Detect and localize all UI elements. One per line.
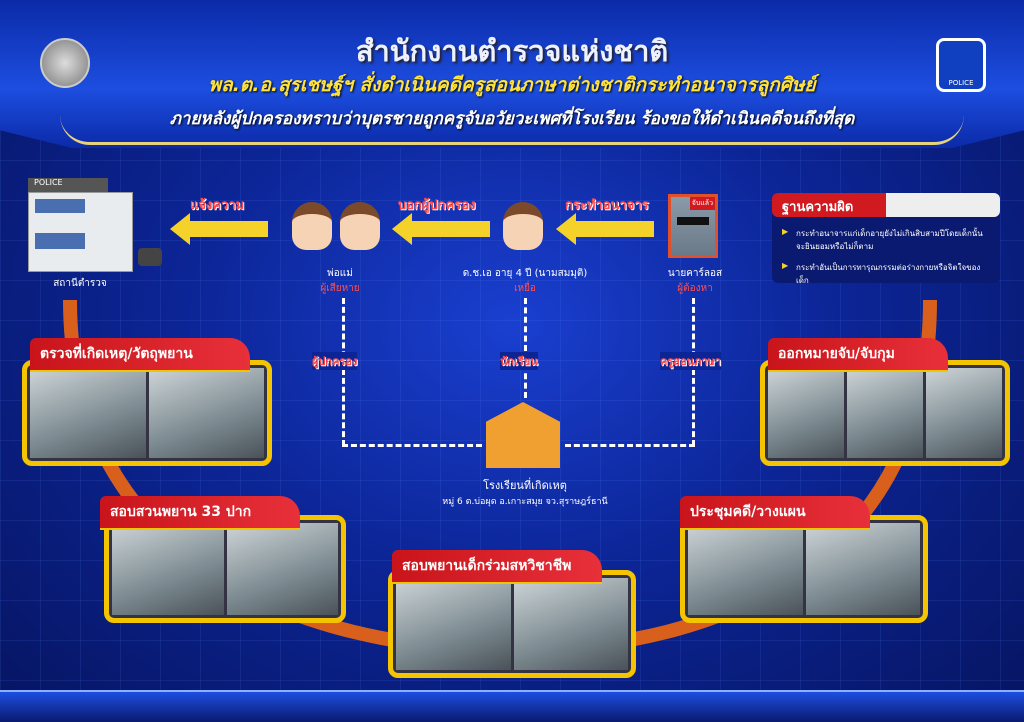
- panel-child-witness: [388, 570, 636, 678]
- link-line: [342, 444, 482, 447]
- panel-title: ออกหมายจับ/จับกุม: [768, 338, 948, 372]
- panel-crime-scene: [22, 360, 272, 466]
- suspect-photo: จับแล้ว: [668, 194, 718, 258]
- header-banner: [0, 0, 1024, 148]
- station-sign: POLICE: [28, 178, 108, 192]
- station-label: สถานีตำรวจ: [53, 278, 107, 289]
- panel-title: สอบพยานเด็กร่วมสหวิชาชีพ: [392, 550, 602, 584]
- charge-item: กระทำอันเป็นการทารุณกรรมต่อร่างกายหรือจิ…: [782, 261, 990, 287]
- page-subtitle: พล.ต.อ.สุรเชษฐ์ฯ สั่งดำเนินคดีครูสอนภาษา…: [208, 74, 816, 96]
- link-line: [342, 298, 345, 446]
- arrow-label-tell-parents: บอกผู้ปกครอง: [398, 198, 476, 213]
- footer-bar: [0, 690, 1024, 722]
- charges-title-bar: ฐานความผิด: [772, 193, 1000, 217]
- charges-title: ฐานความผิด: [782, 200, 854, 215]
- school-address: หมู่ 6 ต.บ่อผุด อ.เกาะสมุย จว.สุราษฎร์ธา…: [442, 497, 608, 507]
- arrow-label-report: แจ้งความ: [190, 198, 245, 213]
- arrow-label-act: กระทำอนาจาร: [565, 198, 649, 213]
- panel-arrest: [760, 360, 1010, 466]
- page-title: สำนักงานตำรวจแห่งชาติ: [355, 34, 669, 68]
- charge-item: กระทำอนาจารแก่เด็กอายุยังไม่เกินสิบสามปี…: [782, 227, 990, 253]
- arrow-left-icon: [392, 213, 490, 245]
- police-logo-icon: POLICE: [936, 38, 986, 92]
- header-border: [60, 95, 964, 145]
- link-label-student: นักเรียน: [500, 352, 538, 370]
- father-icon: [340, 202, 380, 250]
- link-line: [524, 298, 527, 398]
- police-station-icon: [28, 192, 133, 272]
- censor-bar: [677, 217, 709, 225]
- arrow-left-icon: [556, 213, 654, 245]
- panel-title: สอบสวนพยาน 33 ปาก: [100, 496, 300, 530]
- link-line: [692, 298, 695, 446]
- suspect-badge: จับแล้ว: [689, 197, 715, 210]
- panel-title: ตรวจที่เกิดเหตุ/วัตถุพยาน: [30, 338, 250, 372]
- panel-title: ประชุมคดี/วางแผน: [680, 496, 870, 530]
- suspect-caption: นายคาร์ลอสผู้ต้องหา: [667, 268, 723, 294]
- police-seal-icon: [40, 38, 90, 88]
- panel-case-meeting: [680, 515, 928, 623]
- school-name: โรงเรียนที่เกิดเหตุ: [483, 479, 567, 492]
- link-label-teacher: ครูสอนภาษา: [660, 352, 721, 370]
- link-label-guardian: ผู้ปกครอง: [312, 352, 358, 370]
- page-tagline: ภายหลังผู้ปกครองทราบว่าบุตรชายถูกครูจับอ…: [169, 109, 855, 129]
- link-line: [565, 444, 695, 447]
- panel-witnesses: [104, 515, 346, 623]
- mother-icon: [292, 202, 332, 250]
- police-car-icon: [138, 248, 162, 266]
- victim-caption: ด.ช.เอ อายุ 4 ปี (นามสมมุติ)เหยื่อ: [462, 268, 588, 294]
- arrow-left-icon: [170, 213, 268, 245]
- parents-caption: พ่อแม่ผู้เสียหาย: [320, 268, 360, 294]
- victim-child-icon: [503, 202, 543, 250]
